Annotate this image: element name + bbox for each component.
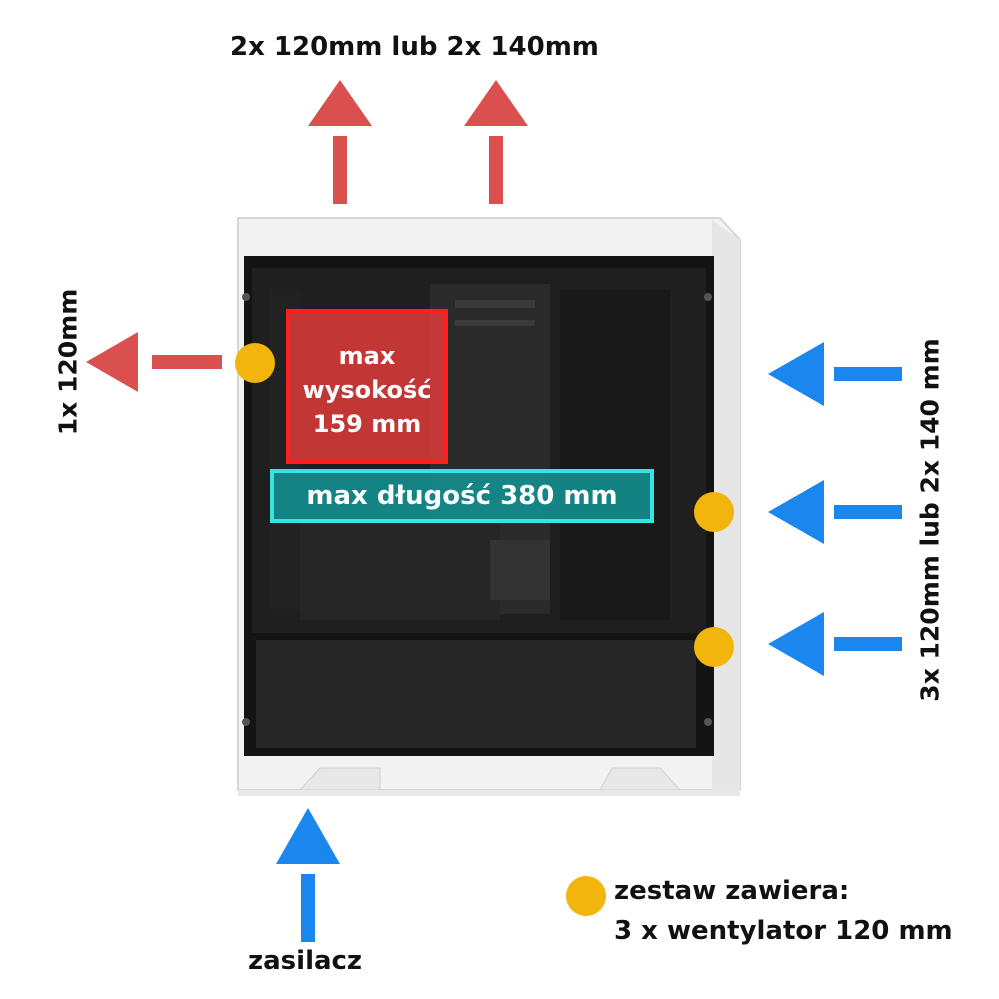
front-intake-label: 3x 120mm lub 2x 140 mm bbox=[915, 338, 945, 702]
up-arrow-icon bbox=[308, 80, 372, 204]
left-arrow-icon bbox=[86, 332, 222, 392]
rear-exhaust-label: 1x 120mm bbox=[53, 288, 83, 436]
fan-dot-icon bbox=[694, 627, 734, 667]
cpu-cooler-line-2: wysokość bbox=[302, 376, 432, 404]
legend-line-2: 3 x wentylator 120 mm bbox=[614, 916, 953, 946]
left-arrow-icon bbox=[768, 480, 902, 544]
bottom-intake-label: zasilacz bbox=[248, 946, 363, 976]
top-exhaust-label: 2x 120mm lub 2x 140mm bbox=[230, 32, 599, 62]
cpu-cooler-line-1: max bbox=[338, 342, 396, 370]
cpu-cooler-height-box: max wysokość 159 mm bbox=[286, 309, 448, 464]
left-arrow-icon bbox=[768, 612, 902, 676]
gpu-length-box: max długość 380 mm bbox=[270, 469, 654, 523]
fan-dot-icon bbox=[694, 492, 734, 532]
cpu-cooler-line-3: 159 mm bbox=[312, 410, 422, 438]
up-arrow-icon bbox=[276, 808, 340, 942]
top-exhaust-arrows bbox=[308, 80, 528, 204]
legend-line-1: zestaw zawiera: bbox=[614, 876, 850, 906]
front-intake-arrows bbox=[768, 342, 902, 676]
left-arrow-icon bbox=[768, 342, 902, 406]
fan-dot-icon bbox=[235, 343, 275, 383]
up-arrow-icon bbox=[464, 80, 528, 204]
legend-fan-dot-icon bbox=[566, 876, 606, 916]
psu-shroud bbox=[256, 640, 696, 748]
